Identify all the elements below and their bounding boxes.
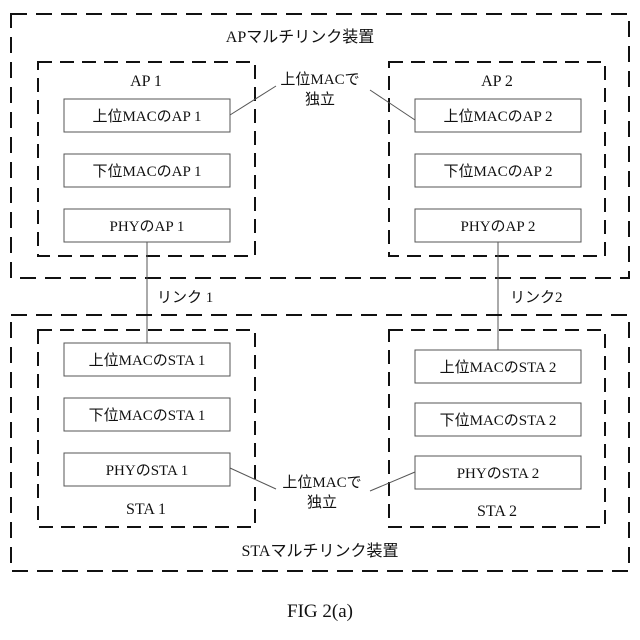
ap2-upper-mac-label: 上位MACのAP 2 xyxy=(443,108,552,125)
link2-label: リンク2 xyxy=(510,289,563,306)
sta-annotation-leader-left xyxy=(230,468,276,489)
ap1-phy-label: PHYのAP 1 xyxy=(110,219,185,235)
ap2-phy-label: PHYのAP 2 xyxy=(461,219,536,235)
ap2-lower-mac-label: 下位MACのAP 2 xyxy=(443,163,552,180)
sta1-upper-mac-label: 上位MACのSTA 1 xyxy=(89,352,206,369)
ap-upper-mac-annotation: 上位MACで 独立 xyxy=(230,71,415,120)
sta-multilink-device: STAマルチリンク装置 STA 1 上位MACのSTA 1 下位MACのSTA … xyxy=(11,315,629,571)
sta1-phy-label: PHYのSTA 1 xyxy=(106,463,189,479)
sta-annotation-leader-right xyxy=(370,472,415,491)
sta-upper-mac-annotation: 上位MACで 独立 xyxy=(230,468,415,511)
ap2-group: AP 2 上位MACのAP 2 下位MACのAP 2 PHYのAP 2 xyxy=(389,62,605,256)
sta-annotation-line1: 上位MACで xyxy=(282,474,361,491)
ap1-title: AP 1 xyxy=(130,73,162,90)
sta2-upper-mac-label: 上位MACのSTA 2 xyxy=(440,359,557,376)
sta2-title: STA 2 xyxy=(477,503,517,520)
sta-annotation-line2: 独立 xyxy=(307,494,337,511)
ap-annotation-leader-right xyxy=(370,90,415,120)
sta2-group: STA 2 上位MACのSTA 2 下位MACのSTA 2 PHYのSTA 2 xyxy=(389,330,605,527)
ap-annotation-leader-left xyxy=(230,86,276,115)
figure-caption: FIG 2(a) xyxy=(287,601,353,622)
links: リンク 1 リンク2 xyxy=(147,242,563,350)
ap2-title: AP 2 xyxy=(481,73,513,90)
ap1-lower-mac-label: 下位MACのAP 1 xyxy=(92,163,201,180)
ap-annotation-line2: 独立 xyxy=(305,91,335,108)
ap1-upper-mac-label: 上位MACのAP 1 xyxy=(92,108,201,125)
ap1-group: AP 1 上位MACのAP 1 下位MACのAP 1 PHYのAP 1 xyxy=(38,62,255,256)
sta-mld-title: STAマルチリンク装置 xyxy=(242,542,399,560)
link1-label: リンク 1 xyxy=(157,289,213,306)
ap-annotation-line1: 上位MACで xyxy=(280,71,359,88)
sta2-phy-label: PHYのSTA 2 xyxy=(457,466,540,482)
sta1-title: STA 1 xyxy=(126,501,166,518)
ap-mld-title: APマルチリンク装置 xyxy=(226,28,374,46)
sta2-lower-mac-label: 下位MACのSTA 2 xyxy=(440,412,557,429)
ap-multilink-device: APマルチリンク装置 AP 1 上位MACのAP 1 下位MACのAP 1 PH… xyxy=(11,14,629,278)
sta1-lower-mac-label: 下位MACのSTA 1 xyxy=(89,407,206,424)
sta1-group: STA 1 上位MACのSTA 1 下位MACのSTA 1 PHYのSTA 1 xyxy=(38,330,255,527)
